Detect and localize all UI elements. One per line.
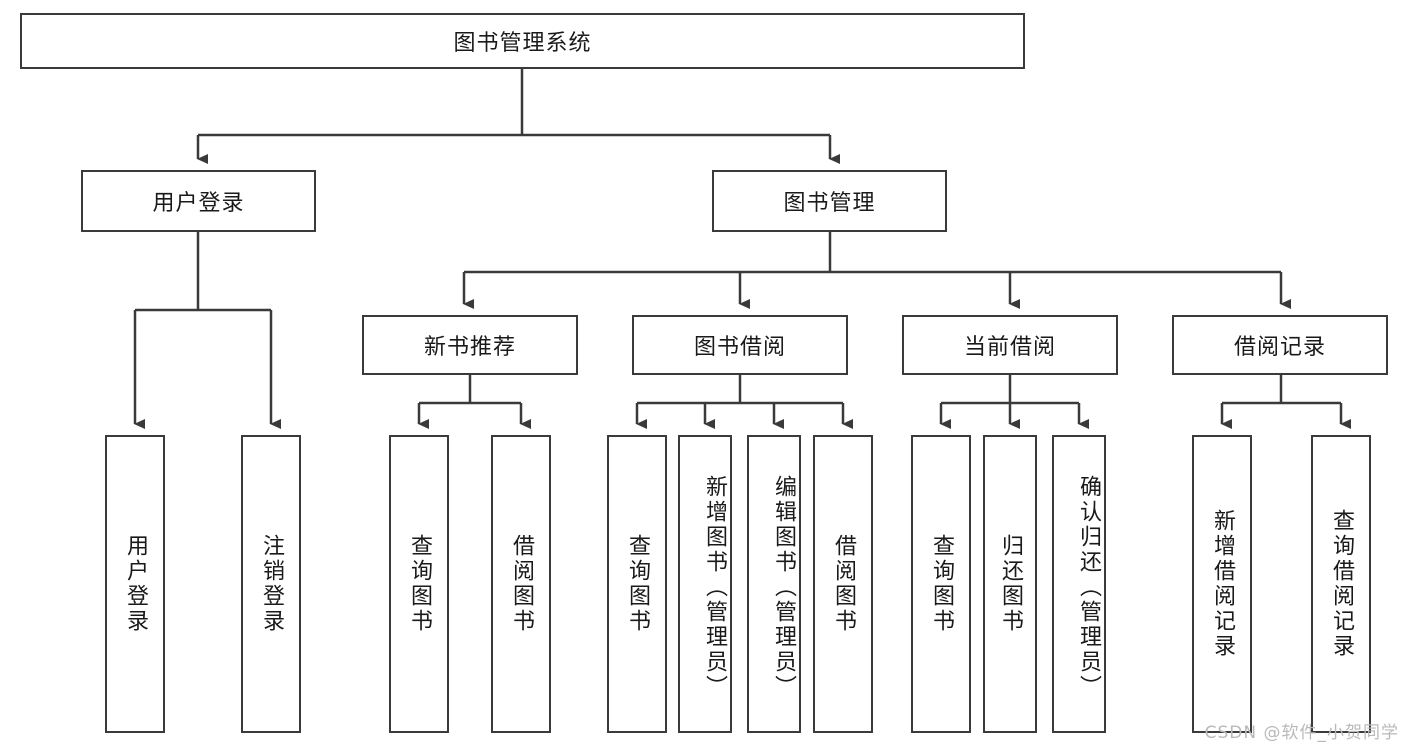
leaf-borrow-record-1[interactable]: 新增借阅记录 — [1192, 435, 1252, 733]
node-new-book-recommend[interactable]: 新书推荐 — [362, 315, 578, 375]
node-book-borrow[interactable]: 图书借阅 — [632, 315, 848, 375]
leaf-book-borrow-3[interactable]: 编辑图书（管理员） — [747, 435, 801, 733]
node-borrow-record[interactable]: 借阅记录 — [1172, 315, 1388, 375]
leaf-current-borrow-1[interactable]: 查询图书 — [911, 435, 971, 733]
leaf-borrow-record-2[interactable]: 查询借阅记录 — [1311, 435, 1371, 733]
leaf-book-borrow-2[interactable]: 新增图书（管理员） — [678, 435, 732, 733]
leaf-new-book-1[interactable]: 查询图书 — [389, 435, 449, 733]
leaf-book-borrow-1[interactable]: 查询图书 — [607, 435, 667, 733]
node-root[interactable]: 图书管理系统 — [20, 13, 1025, 69]
leaf-current-borrow-3[interactable]: 确认归还（管理员） — [1052, 435, 1106, 733]
node-user-login[interactable]: 用户登录 — [81, 170, 316, 232]
watermark: CSDN @软件_小贺同学 — [1204, 723, 1399, 743]
leaf-book-borrow-4[interactable]: 借阅图书 — [813, 435, 873, 733]
leaf-current-borrow-2[interactable]: 归还图书 — [983, 435, 1037, 733]
node-current-borrow[interactable]: 当前借阅 — [902, 315, 1118, 375]
leaf-new-book-2[interactable]: 借阅图书 — [491, 435, 551, 733]
leaf-user-login-1[interactable]: 用户登录 — [105, 435, 165, 733]
node-book-manage[interactable]: 图书管理 — [712, 170, 947, 232]
leaf-user-login-2[interactable]: 注销登录 — [241, 435, 301, 733]
